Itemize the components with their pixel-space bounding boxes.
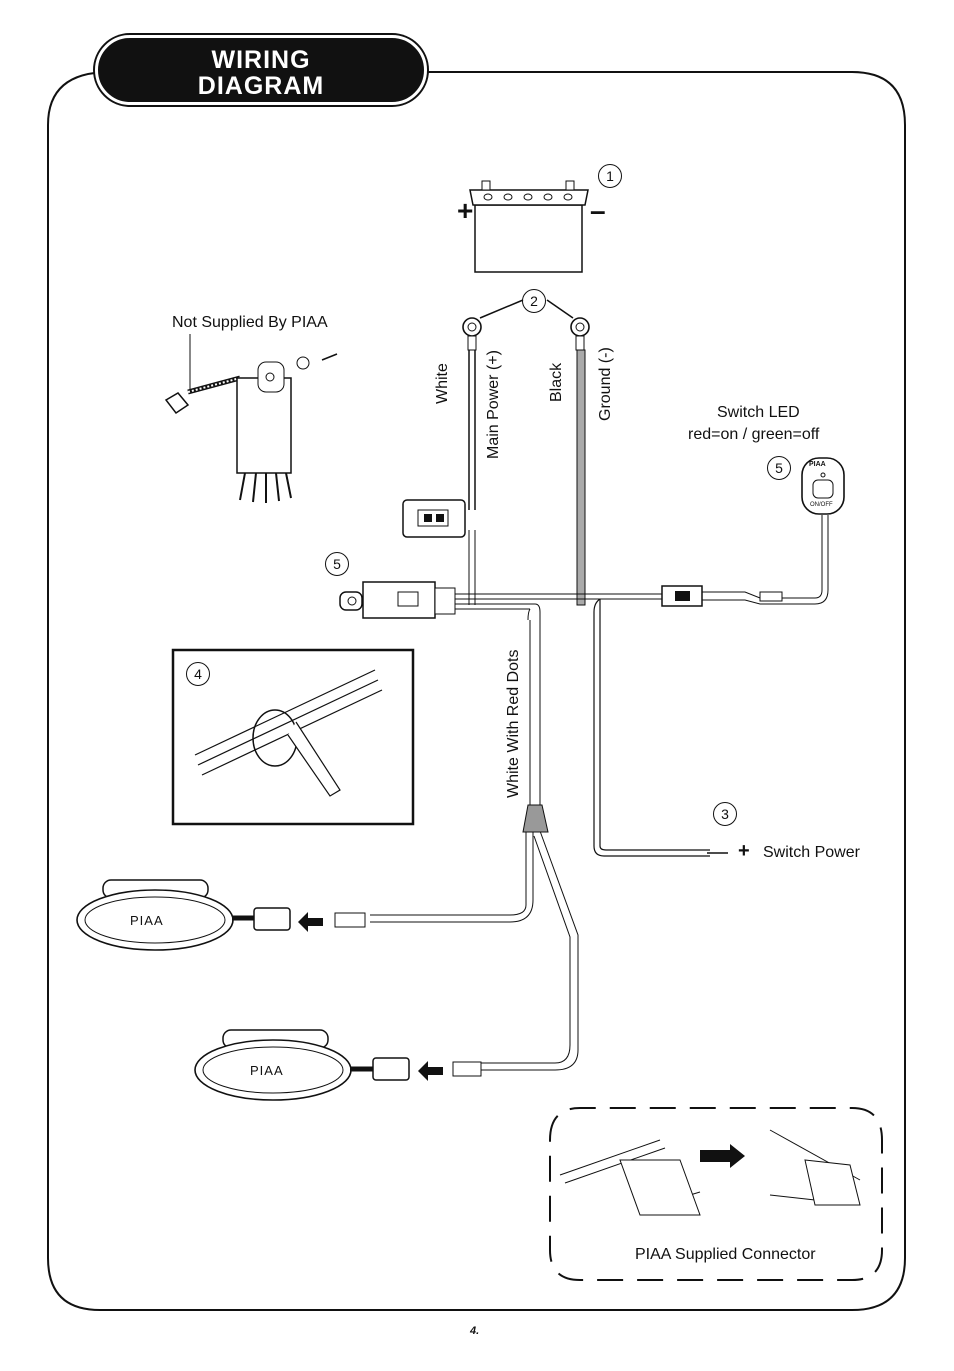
upper-socket	[334, 912, 366, 928]
switch-wire	[702, 515, 829, 605]
main-harness	[455, 593, 710, 857]
diagram-title: WIRING DIAGRAM	[95, 35, 427, 105]
negative-ring-terminal	[570, 317, 590, 351]
main-power-wire	[468, 350, 476, 605]
relay-mount-illustration	[164, 353, 338, 503]
outer-frame	[47, 71, 906, 1311]
ground-wire	[576, 349, 586, 606]
ground-label: Ground (-)	[597, 347, 614, 421]
upper-lamp-plug	[253, 907, 291, 931]
upper-arrow-icon	[298, 912, 323, 932]
upper-lamp-brand: PIAA	[130, 913, 164, 928]
y-splitter	[522, 804, 549, 833]
lamp-feed-wire	[370, 620, 579, 1071]
switch-brand: PIAA	[809, 461, 826, 468]
main-power-label: Main Power (+)	[485, 350, 502, 459]
not-supplied-label: Not Supplied By PIAA	[172, 314, 328, 331]
switch-led-label: Switch LED	[717, 404, 800, 421]
callout-4: 4	[186, 662, 210, 686]
callout-1: 1	[598, 164, 622, 188]
title-line-2: DIAGRAM	[197, 72, 325, 100]
positive-ring-terminal	[462, 317, 482, 351]
switch-power-plus: +	[738, 840, 750, 862]
callout-5-switch: 5	[767, 456, 791, 480]
switch-led-states: red=on / green=off	[688, 426, 820, 443]
battery-plus-sign: +	[457, 195, 474, 226]
upper-lamp-icon	[76, 879, 234, 951]
black-wire-label: Black	[548, 362, 565, 402]
relay-icon	[339, 581, 456, 619]
battery-minus-sign: –	[590, 195, 606, 226]
switch-connector-icon	[661, 585, 703, 607]
white-red-dots-label: White With Red Dots	[505, 649, 522, 798]
callout-5-relay: 5	[325, 552, 349, 576]
lower-lamp-plug	[372, 1057, 410, 1081]
callout-2: 2	[522, 289, 546, 313]
page-number: 4.	[470, 1325, 480, 1337]
piaa-connector-label: PIAA Supplied Connector	[635, 1246, 816, 1263]
lower-lamp-brand: PIAA	[250, 1063, 284, 1078]
white-wire-label: White	[434, 363, 451, 404]
switch-icon	[801, 457, 845, 515]
lower-socket	[452, 1061, 482, 1077]
connector-inset	[549, 1107, 883, 1281]
title-line-1: WIRING	[211, 46, 311, 74]
switch-power-label: Switch Power	[763, 844, 860, 861]
callout-3: 3	[713, 802, 737, 826]
zip-tie-inset	[171, 648, 415, 826]
fuse-holder-icon	[402, 499, 466, 538]
lower-lamp-icon	[194, 1029, 352, 1101]
switch-onoff: ON/OFF	[810, 502, 833, 508]
lower-arrow-icon	[418, 1061, 443, 1081]
battery-icon	[469, 180, 589, 273]
